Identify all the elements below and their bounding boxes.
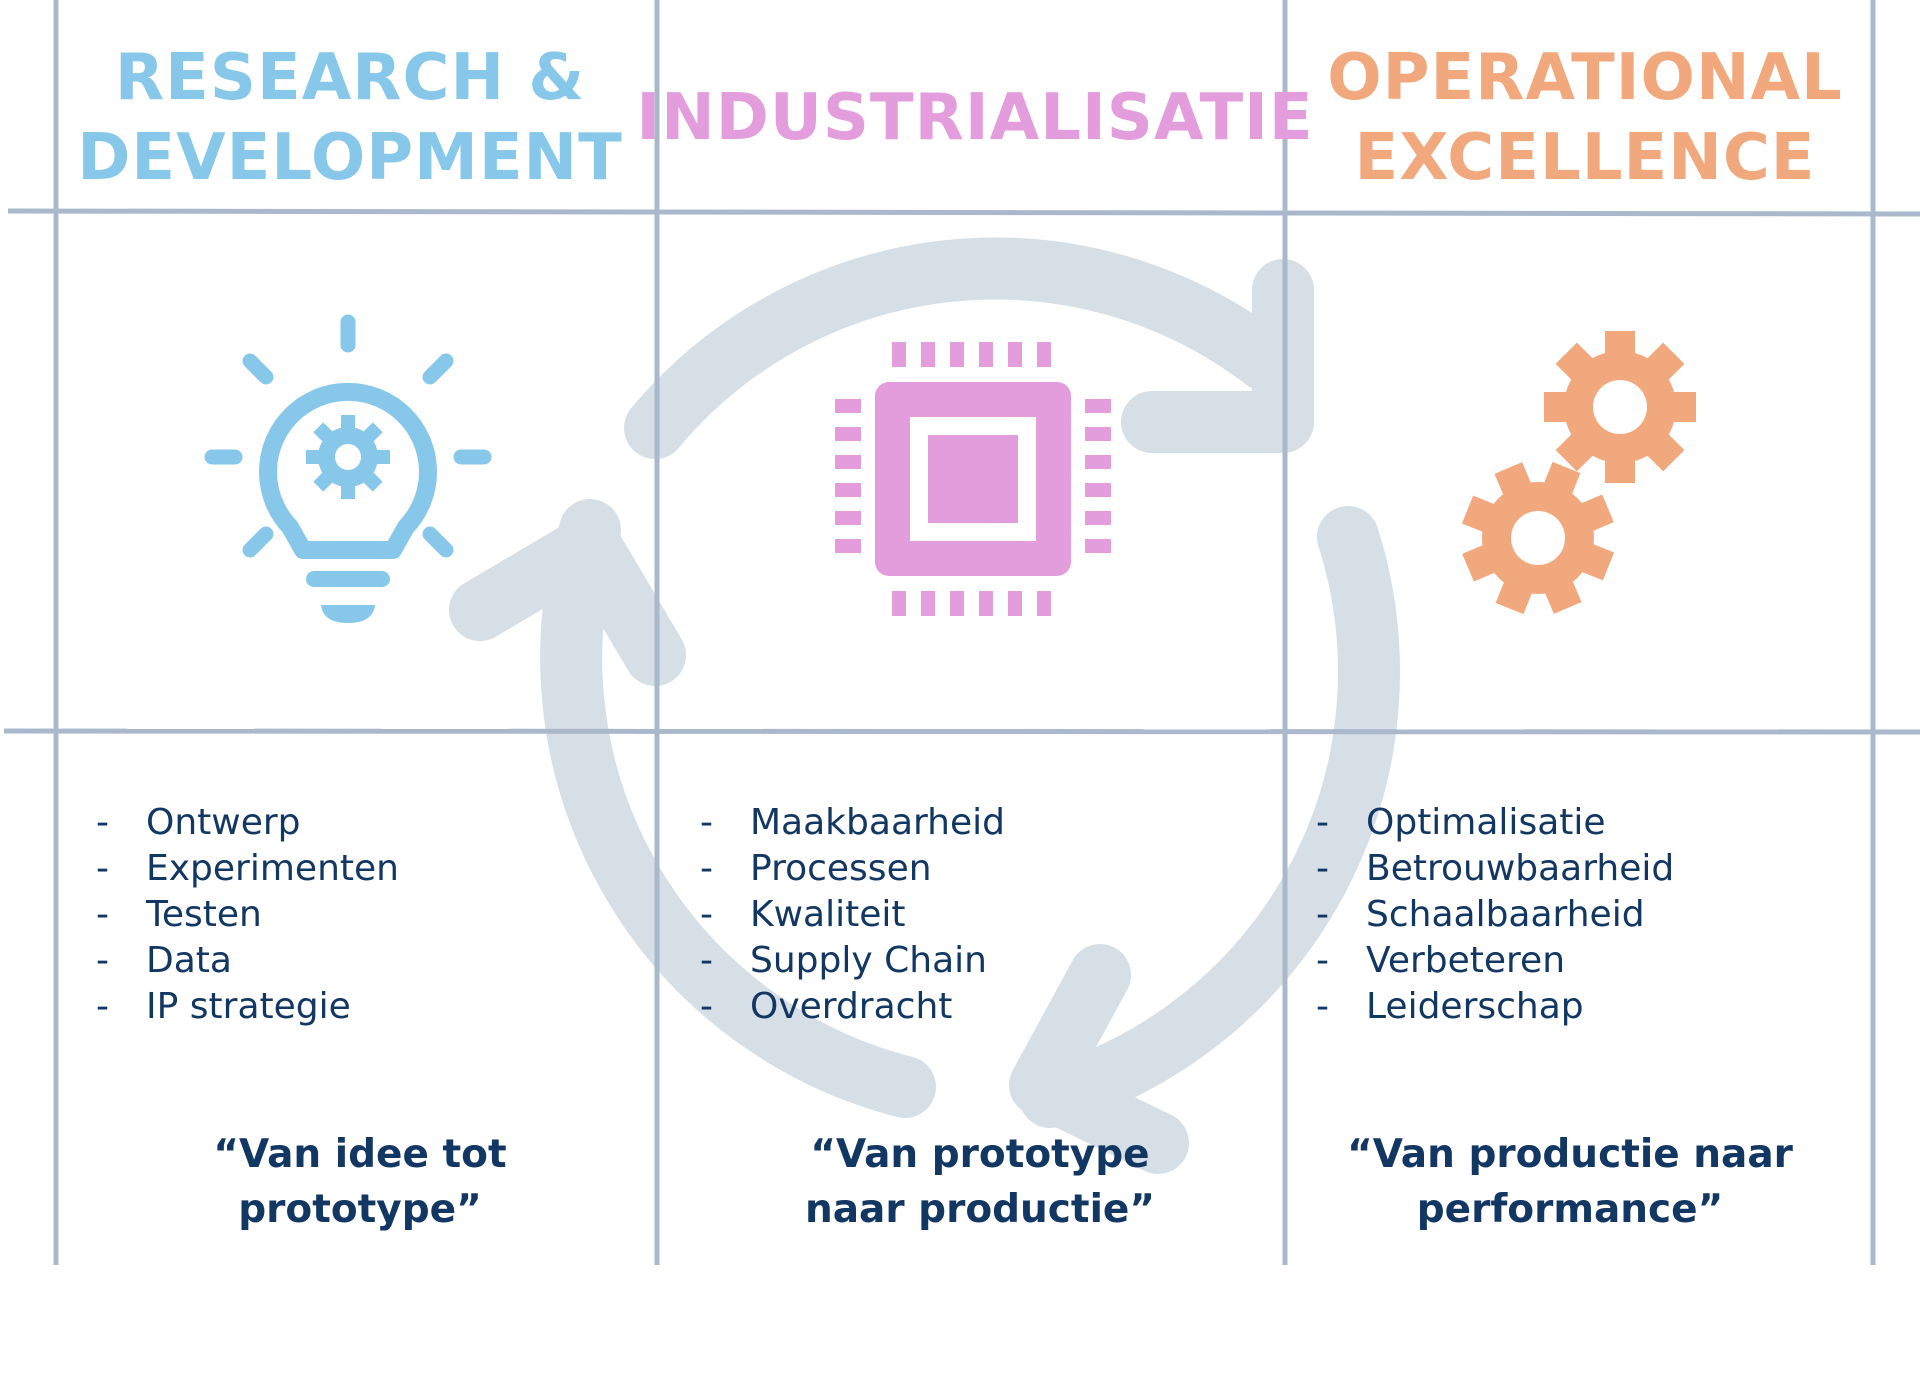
list-dash: - xyxy=(1316,986,1329,1027)
list-item: -Experimenten xyxy=(96,846,596,892)
operational-excellence-quote: “Van productie naar performance” xyxy=(1310,1127,1830,1237)
list-dash: - xyxy=(700,848,713,889)
ox-title-line-2: EXCELLENCE xyxy=(1354,121,1816,195)
ox-quote-line-2: performance” xyxy=(1416,1187,1724,1232)
rd-title-line-1: RESEARCH & xyxy=(114,41,586,115)
list-item-text: Kwaliteit xyxy=(750,894,906,935)
list-dash: - xyxy=(96,848,109,889)
list-dash: - xyxy=(96,986,109,1027)
list-dash: - xyxy=(700,986,713,1027)
list-item: -Data xyxy=(96,938,596,984)
ox-title-line-1: OPERATIONAL xyxy=(1327,41,1843,115)
list-dash: - xyxy=(700,894,713,935)
rd-title-line-2: DEVELOPMENT xyxy=(77,121,623,195)
gears-icon xyxy=(1461,331,1696,615)
list-item-text: Ontwerp xyxy=(146,802,301,843)
list-item: -Kwaliteit xyxy=(700,892,1220,938)
industrialisatie-list: -Maakbaarheid -Processen -Kwaliteit -Sup… xyxy=(700,800,1220,1030)
rd-list: -Ontwerp -Experimenten -Testen -Data -IP… xyxy=(96,800,596,1030)
list-dash: - xyxy=(700,940,713,981)
list-item-text: Verbeteren xyxy=(1366,940,1566,981)
list-dash: - xyxy=(96,802,109,843)
rd-title: RESEARCH & DEVELOPMENT xyxy=(60,38,640,198)
list-item: -Supply Chain xyxy=(700,938,1220,984)
list-item-text: Overdracht xyxy=(750,986,953,1027)
industrialisatie-title-line-1: INDUSTRIALISATIE xyxy=(636,81,1314,155)
list-item: -Overdracht xyxy=(700,984,1220,1030)
list-item-text: Maakbaarheid xyxy=(750,802,1005,843)
list-item-text: Supply Chain xyxy=(750,940,987,981)
industrialisatie-title: INDUSTRIALISATIE xyxy=(636,78,1312,158)
list-item: -Leiderschap xyxy=(1316,984,1836,1030)
operational-excellence-title: OPERATIONAL EXCELLENCE xyxy=(1290,38,1880,198)
list-dash: - xyxy=(700,802,713,843)
list-item: -Maakbaarheid xyxy=(700,800,1220,846)
list-item: -Optimalisatie xyxy=(1316,800,1836,846)
list-dash: - xyxy=(96,940,109,981)
microchip-icon xyxy=(835,342,1111,616)
ox-quote-line-1: “Van productie naar xyxy=(1347,1132,1793,1177)
list-item-text: Schaalbaarheid xyxy=(1366,894,1645,935)
operational-excellence-list: -Optimalisatie -Betrouwbaarheid -Schaalb… xyxy=(1316,800,1836,1030)
list-dash: - xyxy=(96,894,109,935)
list-item-text: Leiderschap xyxy=(1366,986,1584,1027)
industrialisatie-quote-line-2: naar productie” xyxy=(804,1187,1156,1232)
lightbulb-gear-icon xyxy=(204,314,492,623)
list-item: -Processen xyxy=(700,846,1220,892)
list-item-text: Optimalisatie xyxy=(1366,802,1606,843)
list-item-text: Data xyxy=(146,940,232,981)
list-dash: - xyxy=(1316,848,1329,889)
list-item: -Testen xyxy=(96,892,596,938)
industrialisatie-quote-line-1: “Van prototype xyxy=(810,1132,1150,1177)
industrialisatie-quote: “Van prototype naar productie” xyxy=(700,1127,1260,1237)
list-item-text: IP strategie xyxy=(146,986,351,1027)
list-item: -Verbeteren xyxy=(1316,938,1836,984)
rd-quote-line-2: prototype” xyxy=(238,1187,482,1232)
list-item-text: Experimenten xyxy=(146,848,399,889)
list-item-text: Betrouwbaarheid xyxy=(1366,848,1675,889)
list-dash: - xyxy=(1316,802,1329,843)
rd-quote: “Van idee tot prototype” xyxy=(100,1127,620,1237)
list-item: -IP strategie xyxy=(96,984,596,1030)
list-item: -Betrouwbaarheid xyxy=(1316,846,1836,892)
list-item-text: Processen xyxy=(750,848,932,889)
list-item-text: Testen xyxy=(146,894,262,935)
list-item: -Schaalbaarheid xyxy=(1316,892,1836,938)
rd-quote-line-1: “Van idee tot xyxy=(213,1132,507,1177)
list-dash: - xyxy=(1316,940,1329,981)
list-dash: - xyxy=(1316,894,1329,935)
list-item: -Ontwerp xyxy=(96,800,596,846)
